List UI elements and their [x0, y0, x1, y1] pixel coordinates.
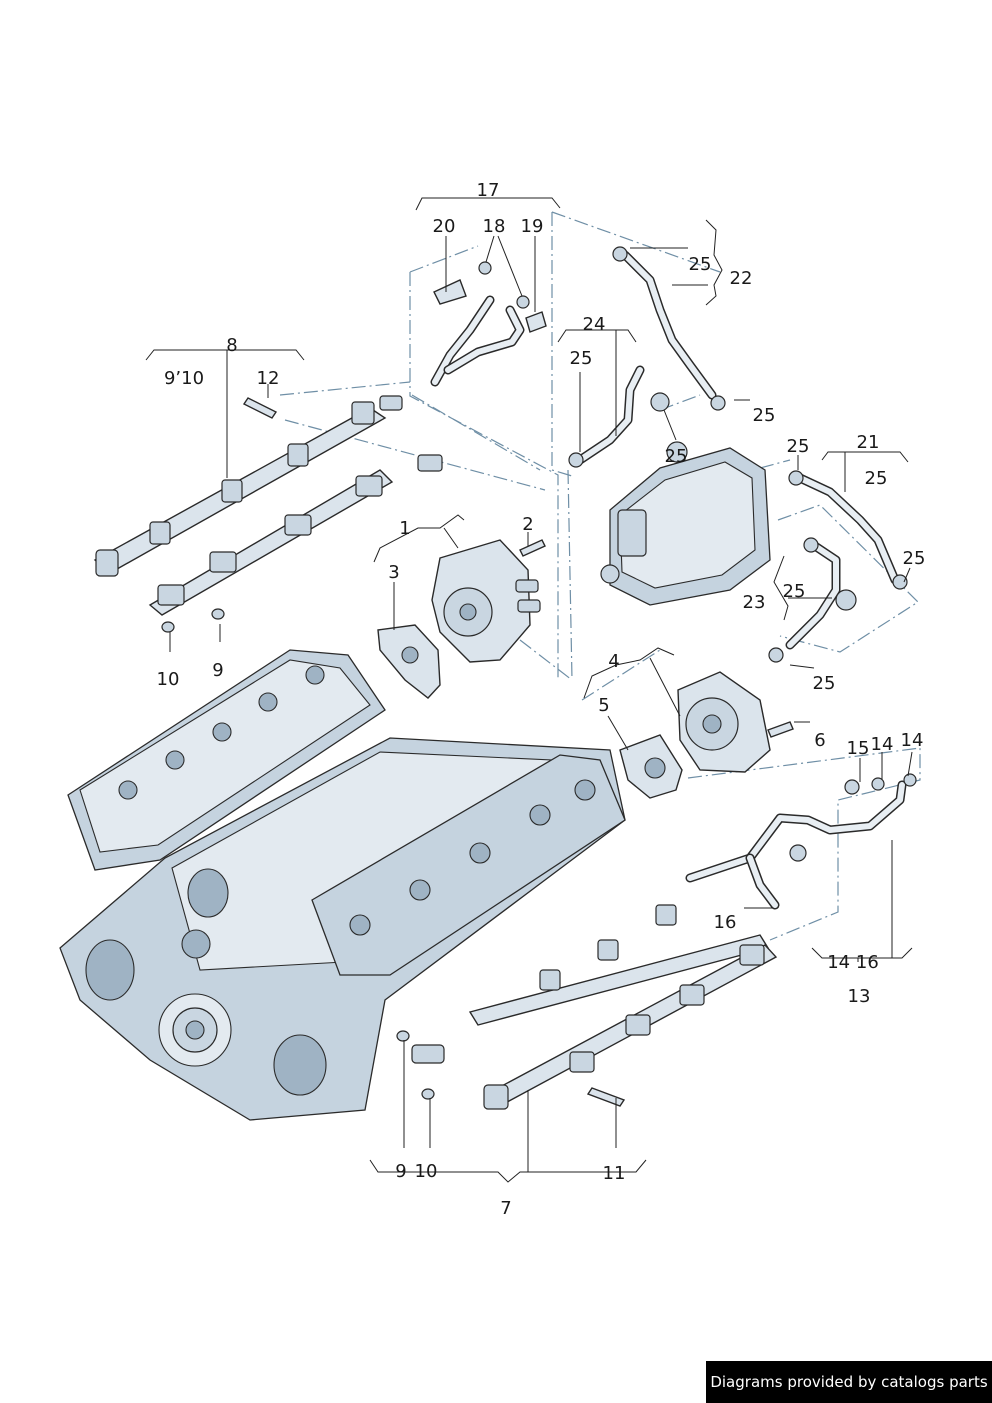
callout-25b: 25 — [570, 348, 593, 369]
hose-assemblies — [430, 246, 917, 910]
callout-25a: 25 — [689, 254, 712, 275]
callout-14a: 14 — [871, 734, 894, 755]
callout-19: 19 — [521, 216, 544, 237]
callout-25c: 25 — [753, 405, 776, 426]
callout-9b: 9 — [395, 1161, 406, 1182]
callout-6: 6 — [814, 730, 825, 751]
assembly-boundaries — [279, 211, 921, 941]
footer-attribution-text: Diagrams provided by catalogs parts — [710, 1373, 988, 1391]
callout-22: 22 — [730, 268, 753, 289]
callout-24: 24 — [583, 314, 606, 335]
callout-9a: 9 — [212, 660, 223, 681]
callout-15: 15 — [847, 738, 870, 759]
callout-1: 1 — [399, 518, 410, 539]
callout-17: 17 — [477, 180, 500, 201]
callout-21: 21 — [857, 432, 880, 453]
callout-25i: 25 — [813, 673, 836, 694]
callout-14b: 14 — [901, 730, 924, 751]
vacuum-pump — [377, 539, 546, 699]
callout-14-16: 14 16 — [827, 952, 879, 973]
callout-23: 23 — [743, 592, 766, 613]
callout-9-10: 9’10 — [164, 368, 204, 389]
callout-25e: 25 — [787, 436, 810, 457]
callout-5: 5 — [598, 695, 609, 716]
callout-25f: 25 — [865, 468, 888, 489]
callout-10a: 10 — [157, 669, 180, 690]
leader-lines — [145, 197, 913, 1183]
callout-2: 2 — [522, 514, 533, 535]
callout-25g: 25 — [903, 548, 926, 569]
callout-4: 4 — [608, 651, 619, 672]
callout-13: 13 — [848, 986, 871, 1007]
fuel-filter-module — [600, 441, 771, 606]
callout-20: 20 — [433, 216, 456, 237]
callout-8: 8 — [226, 335, 237, 356]
callout-3: 3 — [388, 562, 399, 583]
callout-labels: 17 20 18 19 25 22 24 25 25 25 25 21 25 2… — [157, 180, 926, 1219]
callout-18: 18 — [483, 216, 506, 237]
callout-25h: 25 — [783, 581, 806, 602]
high-pressure-pump — [619, 671, 794, 799]
footer-attribution-badge: Diagrams provided by catalogs parts — [706, 1361, 992, 1403]
callout-16: 16 — [714, 912, 737, 933]
callout-25d: 25 — [665, 446, 688, 467]
fuel-rail-left — [93, 395, 443, 633]
fuel-rail-right — [396, 904, 778, 1110]
callout-7: 7 — [500, 1198, 511, 1219]
engine-block — [59, 649, 626, 1121]
callout-12: 12 — [257, 368, 280, 389]
callout-10b: 10 — [415, 1161, 438, 1182]
callout-11: 11 — [603, 1163, 626, 1184]
